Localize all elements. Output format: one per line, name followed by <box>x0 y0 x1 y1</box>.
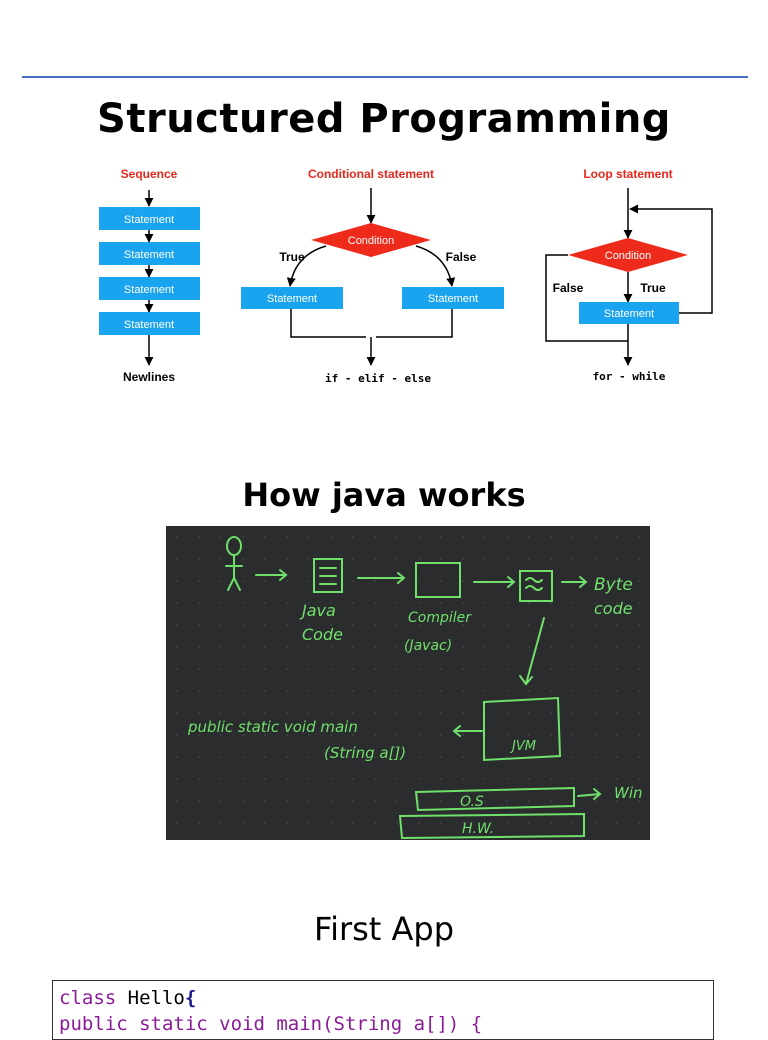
main-signature-label-1: public static void main <box>187 718 358 736</box>
java-whiteboard-image: Java Code Compiler (Javac) Byte code pub… <box>166 526 650 840</box>
loop-header: Loop statement <box>583 167 672 181</box>
win-label: Win <box>614 784 643 802</box>
sequence-box-2-label: Statement <box>124 249 174 261</box>
sequence-box-4-label: Statement <box>124 319 174 331</box>
conditional-false-label: False <box>446 250 477 264</box>
hw-label: H.W. <box>462 821 494 837</box>
conditional-header: Conditional statement <box>308 167 434 181</box>
loop-box-label: Statement <box>604 308 654 320</box>
byte-code-label-2: code <box>594 599 633 618</box>
sequence-footer: Newlines <box>123 370 175 384</box>
compiler-label-2: (Javac) <box>404 638 452 654</box>
conditional-diamond <box>311 223 431 257</box>
java-code-label-2: Code <box>302 625 343 644</box>
code-block: class Hello{ public static void main(Str… <box>52 980 714 1040</box>
compiler-label-1: Compiler <box>408 610 472 626</box>
loop-diamond-label: Condition <box>605 250 651 262</box>
sequence-box-1-label: Statement <box>124 214 174 226</box>
conditional-left-box <box>241 287 343 309</box>
jvm-label: JVM <box>509 739 536 754</box>
open-brace: { <box>184 987 197 1009</box>
sequence-box-2 <box>99 242 200 265</box>
java-code-label-1: Java <box>299 601 336 620</box>
conditional-true-label: True <box>279 250 305 264</box>
sequence-box-1 <box>99 207 200 230</box>
conditional-footer: if - elif - else <box>325 372 431 385</box>
how-java-works-title: How java works <box>242 476 526 514</box>
top-rule <box>22 76 748 78</box>
conditional-diamond-label: Condition <box>348 235 394 247</box>
byte-code-label-1: Byte <box>594 575 633 595</box>
loop-false-label: False <box>553 281 584 295</box>
loop-true-label: True <box>640 281 666 295</box>
sequence-box-4 <box>99 312 200 335</box>
class-name: Hello <box>116 987 185 1009</box>
sequence-box-3-label: Statement <box>124 284 174 296</box>
sequence-header: Sequence <box>121 167 178 181</box>
conditional-right-box-label: Statement <box>428 293 478 305</box>
conditional-left-box-label: Statement <box>267 293 317 305</box>
os-label: O.S <box>460 794 484 810</box>
first-app-title: First App <box>313 910 455 948</box>
sequence-box-3 <box>99 277 200 300</box>
loop-footer: for - while <box>593 370 666 383</box>
page-title: Structured Programming <box>97 96 671 142</box>
code-line-2: public static void main(String a[]) { <box>59 1013 483 1035</box>
java-flow-sketch: Java Code Compiler (Javac) Byte code pub… <box>187 536 643 840</box>
loop-box <box>579 302 679 324</box>
structured-programming-diagram: Sequence Statement Statement Statement S… <box>99 167 713 385</box>
conditional-right-box <box>402 287 504 309</box>
class-keyword: class <box>59 987 117 1009</box>
code-line-1: class Hello{ <box>59 985 707 1011</box>
main-signature-label-2: (String a[]) <box>324 744 406 762</box>
loop-diamond <box>568 238 688 272</box>
